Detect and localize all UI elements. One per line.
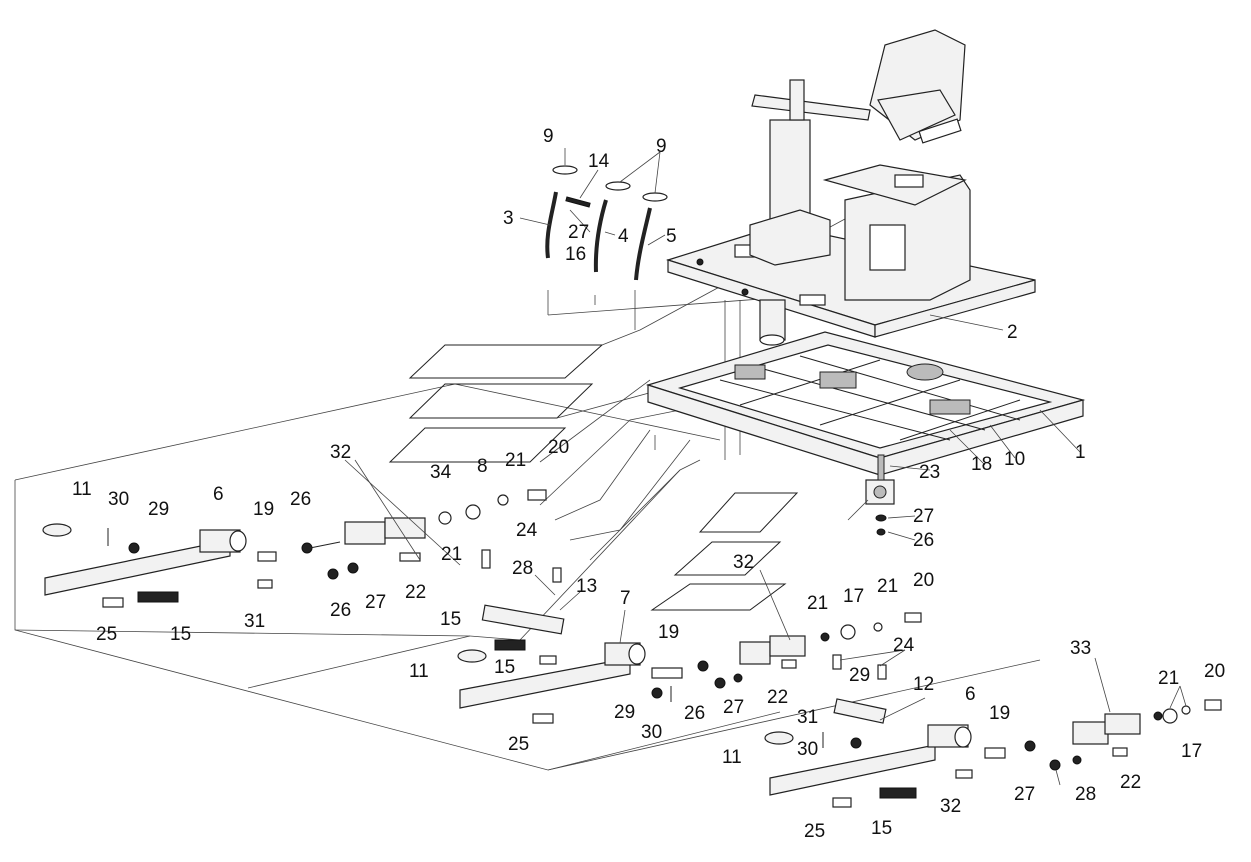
callout: 27 xyxy=(1014,784,1035,805)
callout: 26 xyxy=(684,703,705,724)
callout: 9 xyxy=(656,136,667,157)
callout: 15 xyxy=(170,624,191,645)
callout: 19 xyxy=(253,499,274,520)
callout: 27 xyxy=(568,222,589,243)
callout: 27 xyxy=(723,697,744,718)
callout: 33 xyxy=(1070,638,1091,659)
callout: 17 xyxy=(843,586,864,607)
callout: 25 xyxy=(804,821,825,842)
callout: 18 xyxy=(971,454,992,475)
callout: 31 xyxy=(244,611,265,632)
callout: 9 xyxy=(543,126,554,147)
callout: 30 xyxy=(797,739,818,760)
callout: 30 xyxy=(108,489,129,510)
callout: 13 xyxy=(576,576,597,597)
leader-lines xyxy=(344,148,1187,786)
callout: 17 xyxy=(1181,741,1202,762)
callout: 11 xyxy=(722,747,742,768)
callout: 30 xyxy=(641,722,662,743)
callout: 21 xyxy=(1158,668,1179,689)
callout: 22 xyxy=(405,582,426,603)
callout: 22 xyxy=(767,687,788,708)
callout: 27 xyxy=(365,592,386,613)
callout: 26 xyxy=(330,600,351,621)
hydraulic-block xyxy=(865,454,895,536)
callout: 26 xyxy=(913,530,934,551)
callout: 6 xyxy=(213,484,224,505)
callout: 29 xyxy=(849,665,870,686)
callout: 11 xyxy=(409,661,429,682)
main-frame xyxy=(645,331,1086,476)
callout: 28 xyxy=(1075,784,1096,805)
callout: 29 xyxy=(614,702,635,723)
callout: 1 xyxy=(1075,442,1086,463)
callout: 15 xyxy=(440,609,461,630)
callout: 19 xyxy=(989,703,1010,724)
callout: 34 xyxy=(430,462,452,483)
callout: 6 xyxy=(965,684,976,705)
callout: 19 xyxy=(658,622,679,643)
callout: 14 xyxy=(588,151,610,172)
callout: 21 xyxy=(441,544,462,565)
callout: 15 xyxy=(494,657,515,678)
callout: 23 xyxy=(919,462,940,483)
callout: 20 xyxy=(1204,661,1225,682)
callout: 21 xyxy=(505,450,526,471)
arm-assembly-right xyxy=(764,698,1222,808)
connector-lines xyxy=(519,199,881,641)
ghost-plates-left xyxy=(388,344,799,611)
arm-assembly-left xyxy=(42,489,562,608)
callout: 4 xyxy=(618,226,629,247)
callout: 32 xyxy=(733,552,754,573)
callout: 27 xyxy=(913,506,934,527)
callout: 29 xyxy=(148,499,169,520)
callout: 10 xyxy=(1004,449,1025,470)
callout: 3 xyxy=(503,208,514,229)
callout: 24 xyxy=(893,635,915,656)
callout: 2 xyxy=(1007,322,1018,343)
callout: 32 xyxy=(940,796,961,817)
callout: 16 xyxy=(565,244,586,265)
callout: 20 xyxy=(548,437,569,458)
callout: 8 xyxy=(477,456,488,477)
callout: 21 xyxy=(877,576,898,597)
callout: 28 xyxy=(512,558,533,579)
callout: 15 xyxy=(871,818,892,839)
callout: 21 xyxy=(807,593,828,614)
callout: 12 xyxy=(913,674,934,695)
assembly-guide-lines xyxy=(14,289,1041,771)
callout: 24 xyxy=(516,520,538,541)
callout: 22 xyxy=(1120,772,1141,793)
callout: 26 xyxy=(290,489,311,510)
callout: 31 xyxy=(797,707,818,728)
callout: 7 xyxy=(620,588,631,609)
callout: 25 xyxy=(96,624,117,645)
hose-assemblies xyxy=(545,165,668,281)
callout: 32 xyxy=(330,442,351,463)
callout: 11 xyxy=(72,479,92,500)
callout: 25 xyxy=(508,734,529,755)
arm-assembly-middle xyxy=(457,604,922,724)
callout: 5 xyxy=(666,226,677,247)
steering-column xyxy=(749,79,871,346)
seat-console xyxy=(822,29,971,301)
callout: 20 xyxy=(913,570,934,591)
callouts: 1 2 3 4 5 6 6 7 8 9 9 10 11 11 11 12 13 … xyxy=(72,126,1225,842)
